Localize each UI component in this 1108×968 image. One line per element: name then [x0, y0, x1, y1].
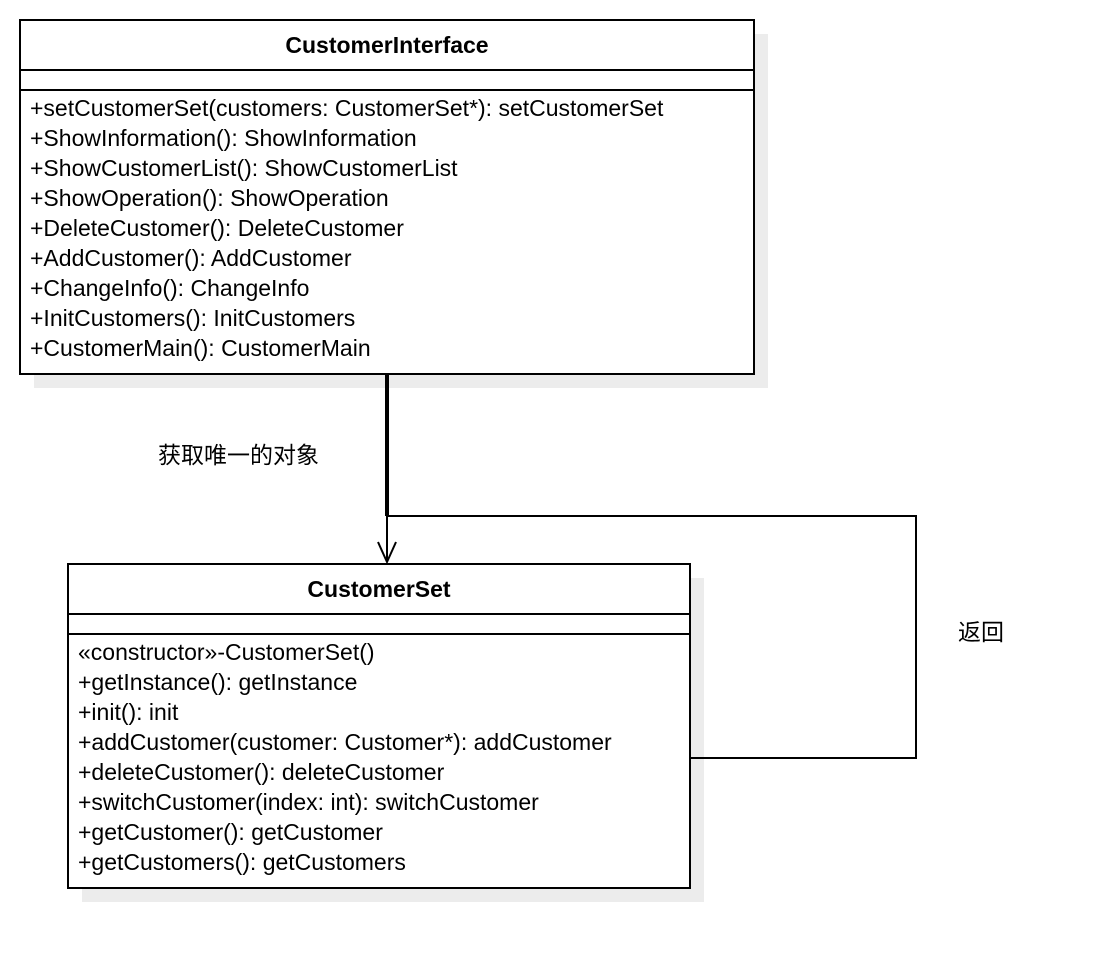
method-list: «constructor»-CustomerSet() +getInstance…: [69, 637, 689, 877]
method-item: +addCustomer(customer: Customer*): addCu…: [78, 729, 612, 755]
class-customer-interface[interactable]: CustomerInterface +setCustomerSet(custom…: [19, 19, 755, 375]
attributes-section: [21, 71, 753, 91]
method-item: +CustomerMain(): CustomerMain: [30, 335, 371, 361]
method-item: +ShowCustomerList(): ShowCustomerList: [30, 155, 458, 181]
class-name: CustomerSet: [69, 565, 689, 615]
method-item: +getCustomer(): getCustomer: [78, 819, 383, 845]
class-customer-set[interactable]: CustomerSet «constructor»-CustomerSet() …: [67, 563, 691, 889]
method-item: +AddCustomer(): AddCustomer: [30, 245, 352, 271]
method-item: +DeleteCustomer(): DeleteCustomer: [30, 215, 404, 241]
method-list: +setCustomerSet(customers: CustomerSet*)…: [21, 93, 753, 363]
method-item: +switchCustomer(index: int): switchCusto…: [78, 789, 539, 815]
class-name: CustomerInterface: [21, 21, 753, 71]
method-item: +getInstance(): getInstance: [78, 669, 358, 695]
method-item: +init(): init: [78, 699, 179, 725]
get-instance-edge-label: 获取唯一的对象: [158, 443, 319, 469]
method-item: +getCustomers(): getCustomers: [78, 849, 406, 875]
return-edge-label: 返回: [958, 620, 1004, 646]
method-item: +ChangeInfo(): ChangeInfo: [30, 275, 310, 301]
method-item: +ShowInformation(): ShowInformation: [30, 125, 417, 151]
method-item: +ShowOperation(): ShowOperation: [30, 185, 389, 211]
method-item: +setCustomerSet(customers: CustomerSet*)…: [30, 95, 664, 121]
method-item: «constructor»-CustomerSet(): [78, 639, 375, 665]
attributes-section: [69, 615, 689, 635]
method-item: +deleteCustomer(): deleteCustomer: [78, 759, 445, 785]
return-loop-line: [387, 515, 917, 759]
method-item: +InitCustomers(): InitCustomers: [30, 305, 356, 331]
arrowhead-icon: [377, 541, 397, 565]
